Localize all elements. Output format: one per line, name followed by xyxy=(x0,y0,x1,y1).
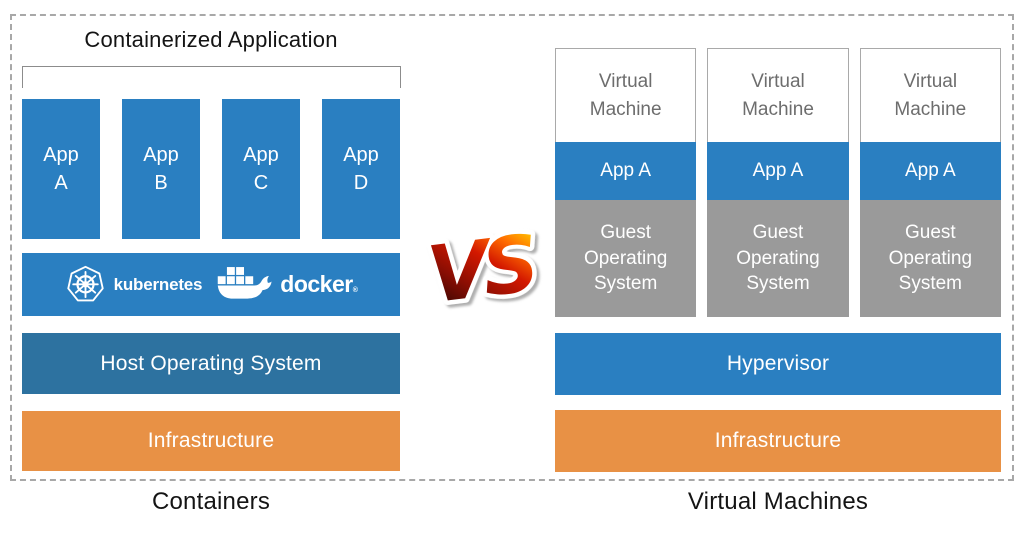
containerized-application-title: Containerized Application xyxy=(84,27,338,52)
virtual-machines-row: Virtual Machine App A Guest Operating Sy… xyxy=(555,48,1001,317)
vm-guest-os: Guest Operating System xyxy=(859,200,1001,317)
vm-title: Virtual Machine xyxy=(859,48,1001,142)
container-apps-row: App A App B App C App D xyxy=(22,99,400,239)
infrastructure-bar-left: Infrastructure xyxy=(22,411,400,471)
app-a-box: App A xyxy=(22,99,100,239)
vm-column-3: Virtual Machine App A Guest Operating Sy… xyxy=(859,48,1001,317)
svg-text:VS: VS xyxy=(423,219,540,320)
vs-graphic: VS VS xyxy=(419,208,545,325)
app-b-box: App B xyxy=(122,99,200,239)
docker-logo-group: docker® xyxy=(216,265,358,305)
vm-title: Virtual Machine xyxy=(707,48,849,142)
containers-caption: Containers xyxy=(151,488,271,515)
kubernetes-logo-group: kubernetes xyxy=(65,263,203,306)
kubernetes-docker-bar: kubernetes docker® xyxy=(22,253,400,316)
virtual-machines-caption: Virtual Machines xyxy=(687,488,869,515)
vm-title: Virtual Machine xyxy=(555,48,697,142)
vm-guest-os: Guest Operating System xyxy=(555,200,697,317)
svg-text:VS: VS xyxy=(423,219,540,320)
vm-column-2: Virtual Machine App A Guest Operating Sy… xyxy=(707,48,849,317)
vm-app-a: App A xyxy=(555,142,697,200)
dashed-border-frame xyxy=(10,14,1014,481)
docker-wordmark: docker® xyxy=(280,271,358,297)
docker-whale-icon xyxy=(218,266,272,299)
docker-registered-mark: ® xyxy=(352,287,358,294)
vm-column-1: Virtual Machine App A Guest Operating Sy… xyxy=(555,48,697,317)
infrastructure-bar-right: Infrastructure xyxy=(555,410,1001,472)
hypervisor-bar: Hypervisor xyxy=(555,333,1001,395)
app-d-box: App D xyxy=(322,99,400,239)
grouping-bracket xyxy=(22,66,401,88)
vm-guest-os: Guest Operating System xyxy=(707,200,849,317)
vm-app-a: App A xyxy=(859,142,1001,200)
kubernetes-wordmark: kubernetes xyxy=(113,274,203,294)
host-operating-system-bar: Host Operating System xyxy=(22,333,400,394)
vm-app-a: App A xyxy=(707,142,849,200)
kubernetes-helm-icon xyxy=(66,265,104,302)
app-c-box: App C xyxy=(222,99,300,239)
